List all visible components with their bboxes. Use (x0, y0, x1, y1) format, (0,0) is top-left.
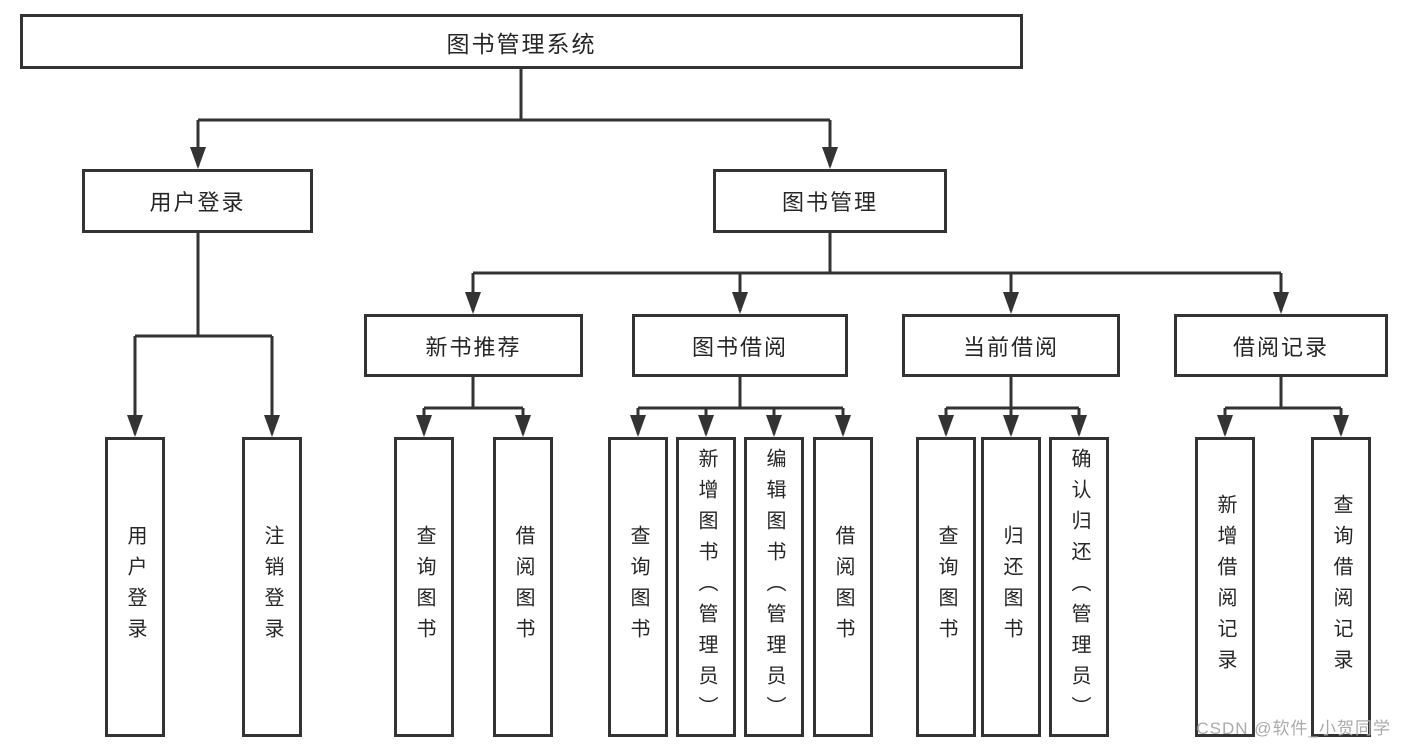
leaf-records-add-borrow-record: 新增借阅记录 (1195, 437, 1255, 737)
leaf-label: 借阅图书 (832, 525, 854, 649)
node-book-borrowing: 图书借阅 (632, 314, 848, 377)
node-label: 图书借阅 (691, 334, 788, 360)
node-label: 当前借阅 (962, 334, 1059, 360)
node-new-book-recommendation: 新书推荐 (364, 314, 583, 377)
leaf-records-query-borrow-record: 查询借阅记录 (1311, 437, 1371, 737)
leaf-borrow-query-books: 查询图书 (608, 437, 668, 737)
leaf-current-query-books: 查询图书 (916, 437, 976, 737)
node-borrowing-records: 借阅记录 (1174, 314, 1388, 377)
leaf-label: 新增借阅记录 (1214, 494, 1236, 680)
node-label: 新书推荐 (425, 334, 522, 360)
node-user-login: 用户登录 (82, 169, 313, 233)
leaf-label: 查询图书 (935, 525, 957, 649)
leaf-label: 归还图书 (1000, 525, 1022, 649)
leaf-user-login: 用户登录 (105, 437, 165, 737)
node-label: 借阅记录 (1232, 334, 1329, 360)
leaf-current-confirm-return-admin: 确认归还（管理员） (1049, 437, 1109, 737)
leaf-label: 注销登录 (261, 525, 283, 649)
leaf-recommend-borrow-books: 借阅图书 (493, 437, 553, 737)
leaf-label: 用户登录 (124, 525, 146, 649)
node-label: 图书管理 (781, 190, 878, 215)
node-label: 图书管理系统 (446, 30, 597, 57)
leaf-borrow-edit-book-admin: 编辑图书（管理员） (744, 437, 804, 737)
leaf-label: 新增图书（管理员） (695, 447, 717, 727)
leaf-label: 查询图书 (413, 525, 435, 649)
leaf-label: 查询借阅记录 (1330, 494, 1352, 680)
leaf-recommend-query-books: 查询图书 (394, 437, 454, 737)
node-label: 用户登录 (149, 190, 246, 215)
node-current-borrowing: 当前借阅 (902, 314, 1120, 377)
leaf-label: 确认归还（管理员） (1068, 447, 1090, 727)
leaf-label: 借阅图书 (512, 525, 534, 649)
node-book-management: 图书管理 (713, 169, 947, 233)
leaf-label: 查询图书 (627, 525, 649, 649)
leaf-borrow-borrow-books: 借阅图书 (813, 437, 873, 737)
watermark: CSDN @软件_小贺同学 (1196, 719, 1391, 738)
node-library-management-system: 图书管理系统 (20, 14, 1023, 69)
leaf-borrow-add-book-admin: 新增图书（管理员） (676, 437, 736, 737)
leaf-label: 编辑图书（管理员） (763, 447, 785, 727)
leaf-current-return-books: 归还图书 (981, 437, 1041, 737)
leaf-logout: 注销登录 (242, 437, 302, 737)
